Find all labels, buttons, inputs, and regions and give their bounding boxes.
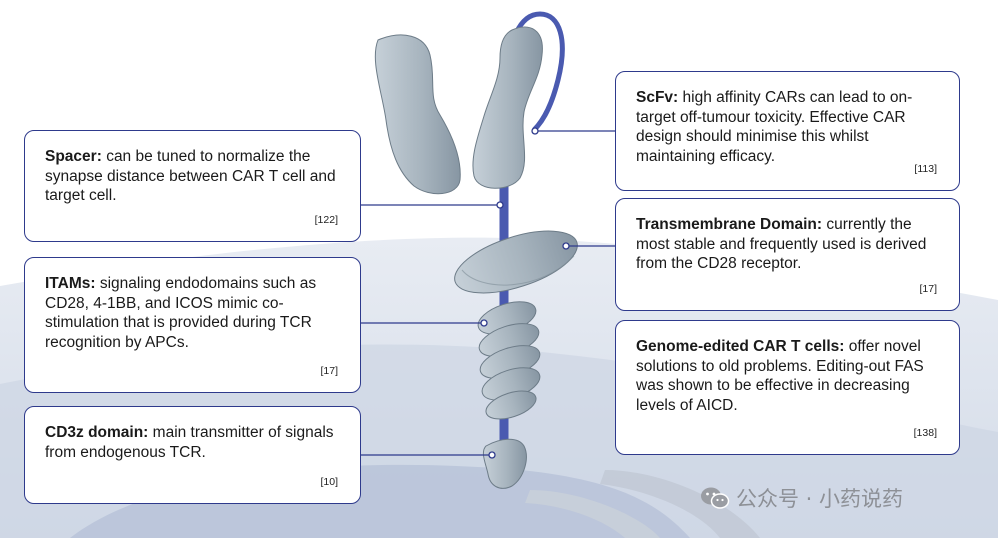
box-ref: [113] bbox=[914, 162, 937, 175]
box-title: ScFv: bbox=[636, 89, 679, 106]
box-title: Genome-edited CAR T cells: bbox=[636, 338, 845, 355]
box-ref: [10] bbox=[320, 475, 338, 488]
box-body: can be tuned to normalize the synapse di… bbox=[45, 148, 336, 204]
transmembrane-box: Transmembrane Domain: currently the most… bbox=[615, 198, 960, 311]
box-body: signaling endodomains such as CD28, 4-1B… bbox=[45, 275, 317, 351]
organelle-stripe bbox=[600, 470, 760, 538]
anchor-dot bbox=[488, 451, 496, 459]
itam-coil bbox=[485, 390, 537, 420]
watermark: 公众号 · 小药说药 bbox=[700, 483, 903, 515]
anchor-dot bbox=[496, 201, 504, 209]
genome-edited-box: Genome-edited CAR T cells: offer novel s… bbox=[615, 320, 960, 455]
box-ref: [138] bbox=[913, 426, 937, 439]
anchor-dot bbox=[480, 319, 488, 327]
box-title: Spacer: bbox=[45, 148, 102, 165]
cd3z-box: CD3z domain: main transmitter of signals… bbox=[24, 406, 361, 504]
cd3z-domain bbox=[482, 438, 527, 489]
scfv-box: ScFv: high affinity CARs can lead to on-… bbox=[615, 71, 960, 191]
box-ref: [122] bbox=[314, 213, 338, 226]
transmembrane-domain bbox=[454, 230, 578, 294]
box-title: ITAMs: bbox=[45, 275, 96, 292]
box-body: offer novel solutions to old problems. E… bbox=[636, 338, 924, 414]
box-title: CD3z domain: bbox=[45, 424, 149, 441]
box-body: main transmitter of signals from endogen… bbox=[45, 424, 334, 461]
box-body: high affinity CARs can lead to on-target… bbox=[636, 89, 913, 165]
box-body: currently the most stable and frequently… bbox=[636, 216, 927, 272]
organelle-stripe bbox=[525, 490, 660, 538]
watermark-text: 公众号 · 小药说药 bbox=[736, 487, 904, 511]
box-ref: [17] bbox=[919, 282, 937, 295]
itams-box: ITAMs: signaling endodomains such as CD2… bbox=[24, 257, 361, 393]
scfv-domain-right bbox=[472, 26, 543, 189]
anchor-dot bbox=[562, 242, 570, 250]
wechat-icon bbox=[700, 486, 730, 515]
spacer-box: Spacer: can be tuned to normalize the sy… bbox=[24, 130, 361, 242]
box-ref: [17] bbox=[320, 364, 338, 377]
scfv-domain-left bbox=[374, 34, 461, 195]
anchor-dot bbox=[531, 127, 539, 135]
box-title: Transmembrane Domain: bbox=[636, 216, 823, 233]
